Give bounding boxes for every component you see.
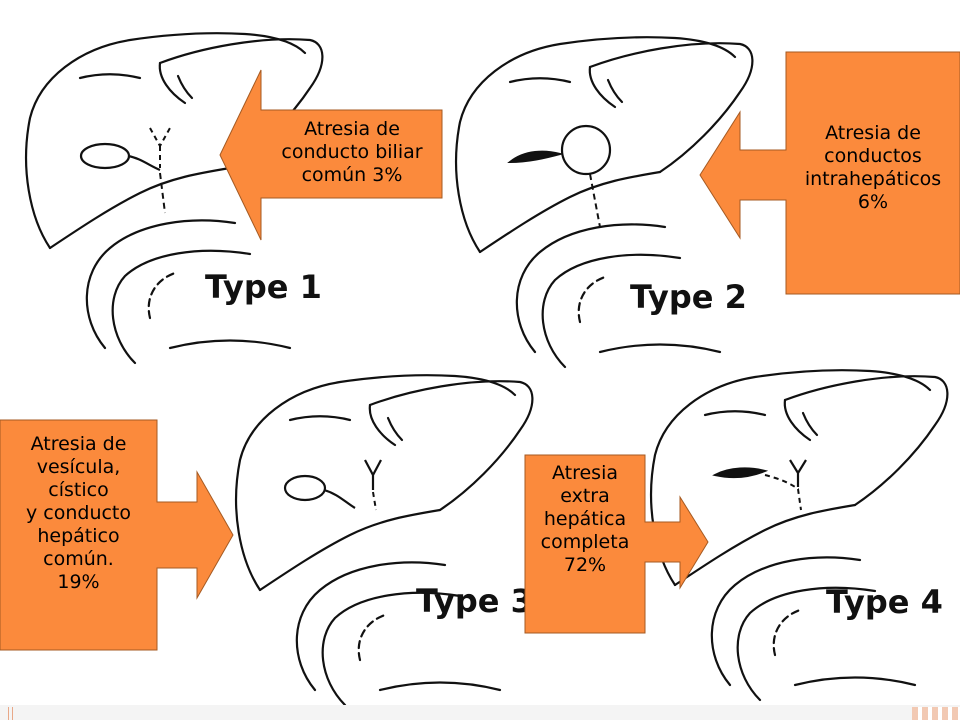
illustration-type-2 [454,36,754,369]
label-type-1: Type 1 [205,268,322,306]
callout-text-type-3: Atresia de vesícula, cístico y conducto … [25,433,132,593]
callout-text-type-4: Atresia extra hepática completa 72% [540,462,630,576]
illustration-type-4 [649,369,949,702]
footer-decoration-left [8,707,13,720]
slide-footer [0,705,960,720]
label-type-3: Type 3 [416,582,533,620]
biliary-atresia-diagram: Type 1 Type 2 Type 3 Type 4 [0,32,960,705]
callout-arrow-type-2 [699,51,960,295]
label-type-4: Type 4 [826,583,943,621]
illustration-type-3 [234,374,534,705]
callout-text-type-2: Atresia de conductos intrahepáticos 6% [804,122,942,213]
callout-arrow-type-3 [0,419,234,651]
label-type-2: Type 2 [630,278,747,316]
footer-decoration-right [912,707,960,720]
callout-arrow-type-1 [219,69,443,241]
callout-arrow-type-4 [524,454,709,634]
illustration-type-1 [24,32,324,365]
callout-text-type-1: Atresia de conducto biliar común 3% [281,118,423,186]
